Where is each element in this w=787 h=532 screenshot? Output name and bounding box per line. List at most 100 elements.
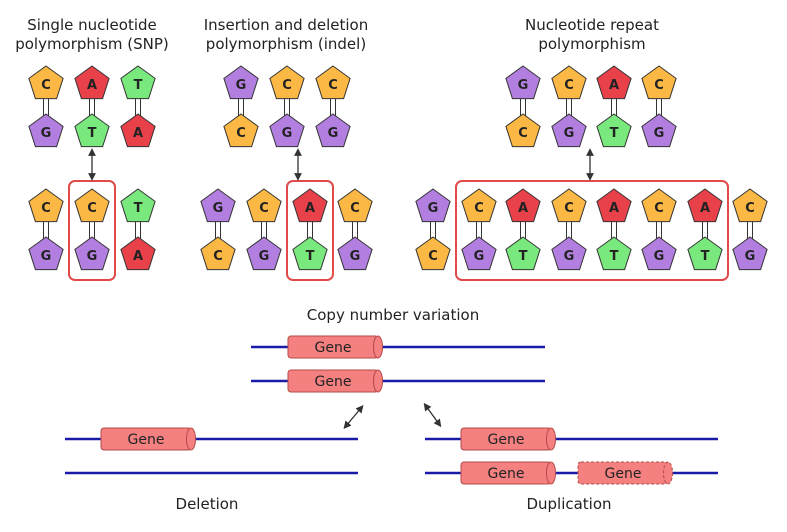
svg-text:T: T — [701, 249, 710, 264]
indel-top-nucleotide-upper-C: C — [269, 65, 305, 100]
repeat-bottom-nucleotide-upper-C: C — [641, 188, 677, 223]
repeat-top-nucleotide-upper-G: G — [505, 65, 541, 100]
svg-text:T: T — [88, 126, 97, 141]
snp-bottom-nucleotide-upper-T: T — [120, 188, 156, 223]
snp-highlight-box — [68, 180, 116, 281]
repeat-bottom-nucleotide-lower-T: T — [505, 236, 541, 271]
snp-bottom-nucleotide-lower-G: G — [74, 236, 110, 271]
repeat-bottom-nucleotide-lower-G: G — [732, 236, 768, 271]
svg-text:T: T — [610, 249, 619, 264]
repeat-top-nucleotide-lower-G: G — [551, 113, 587, 148]
snp-bottom-nucleotide-upper-C: C — [74, 188, 110, 223]
indel-bottom-nucleotide-lower-C: C — [200, 236, 236, 271]
svg-text:A: A — [609, 201, 619, 216]
svg-text:C: C — [213, 249, 223, 264]
indel-top-nucleotide-lower-C: C — [223, 113, 259, 148]
indel-title-line2: polymorphism (indel) — [206, 35, 366, 53]
svg-text:G: G — [350, 249, 361, 264]
repeat-bottom-nucleotide-upper-A: A — [505, 188, 541, 223]
svg-text:T: T — [519, 249, 528, 264]
svg-text:G: G — [328, 126, 339, 141]
indel-bottom-nucleotide-upper-A: A — [292, 188, 328, 223]
svg-text:C: C — [41, 78, 51, 93]
svg-text:T: T — [610, 126, 619, 141]
svg-text:T: T — [134, 201, 143, 216]
svg-text:A: A — [609, 78, 619, 93]
svg-text:A: A — [518, 201, 528, 216]
svg-text:G: G — [236, 78, 247, 93]
repeat-bottom-nucleotide-lower-G: G — [551, 236, 587, 271]
duplication-double-arrow — [423, 402, 442, 428]
snp-title-line1: Single nucleotide — [27, 16, 157, 34]
indel-bottom-nucleotide-lower-T: T — [292, 236, 328, 271]
indel-bottom-nucleotide-upper-C: C — [246, 188, 282, 223]
repeat-top-nucleotide-lower-T: T — [596, 113, 632, 148]
svg-text:A: A — [87, 78, 97, 93]
snp-bottom-nucleotide-upper-C: C — [28, 188, 64, 223]
snp-top-nucleotide-upper-T: T — [120, 65, 156, 100]
snp-title-line2: polymorphism (SNP) — [15, 35, 169, 53]
gene-label: Gene — [605, 466, 642, 482]
repeat-top-nucleotide-lower-G: G — [641, 113, 677, 148]
repeat-highlight-box — [455, 180, 729, 281]
snp-top-nucleotide-upper-A: A — [74, 65, 110, 100]
repeat-bottom-nucleotide-lower-C: C — [415, 236, 451, 271]
indel-bottom-nucleotide-upper-G: G — [200, 188, 236, 223]
svg-text:C: C — [564, 201, 574, 216]
svg-text:C: C — [350, 201, 360, 216]
svg-text:C: C — [236, 126, 246, 141]
svg-text:C: C — [428, 249, 438, 264]
svg-text:C: C — [654, 201, 664, 216]
snp-top-nucleotide-lower-A: A — [120, 113, 156, 148]
svg-text:G: G — [213, 201, 224, 216]
svg-text:G: G — [474, 249, 485, 264]
svg-text:C: C — [564, 78, 574, 93]
svg-text:A: A — [133, 126, 143, 141]
svg-text:G: G — [654, 249, 665, 264]
svg-text:C: C — [474, 201, 484, 216]
indel-top-nucleotide-lower-G: G — [269, 113, 305, 148]
repeat-bottom-nucleotide-lower-T: T — [596, 236, 632, 271]
cnv-title: Copy number variation — [307, 306, 479, 324]
svg-text:C: C — [518, 126, 528, 141]
svg-text:G: G — [654, 126, 665, 141]
snp-bottom-nucleotide-lower-A: A — [120, 236, 156, 271]
svg-text:C: C — [259, 201, 269, 216]
repeat-top-nucleotide-upper-A: A — [596, 65, 632, 100]
svg-text:G: G — [745, 249, 756, 264]
gene-label: Gene — [315, 374, 352, 390]
gene-label: Gene — [488, 432, 525, 448]
snp-top-nucleotide-lower-G: G — [28, 113, 64, 148]
gene-cylinder-dup-1: Gene — [460, 427, 556, 451]
indel-top-nucleotide-upper-G: G — [223, 65, 259, 100]
repeat-bottom-nucleotide-upper-C: C — [551, 188, 587, 223]
svg-text:C: C — [654, 78, 664, 93]
snp-bottom-nucleotide-lower-G: G — [28, 236, 64, 271]
svg-text:A: A — [133, 249, 143, 264]
repeat-top-nucleotide-lower-C: C — [505, 113, 541, 148]
indel-bottom-nucleotide-upper-C: C — [337, 188, 373, 223]
svg-text:G: G — [564, 249, 575, 264]
indel-top-nucleotide-lower-G: G — [315, 113, 351, 148]
snp-top-nucleotide-lower-T: T — [74, 113, 110, 148]
repeat-bottom-nucleotide-upper-G: G — [415, 188, 451, 223]
svg-text:C: C — [745, 201, 755, 216]
gene-cylinder-duplicated: Gene — [577, 461, 673, 485]
svg-text:G: G — [518, 78, 529, 93]
svg-text:G: G — [87, 249, 98, 264]
indel-highlight-box — [286, 180, 334, 281]
repeat-title-line2: polymorphism — [538, 35, 645, 53]
indel-title-line1: Insertion and deletion — [204, 16, 369, 34]
repeat-bottom-nucleotide-upper-A: A — [687, 188, 723, 223]
gene-cylinder-deletion: Gene — [100, 427, 196, 451]
deletion-double-arrow — [343, 405, 364, 429]
svg-text:G: G — [41, 249, 52, 264]
repeat-top-nucleotide-upper-C: C — [641, 65, 677, 100]
svg-text:C: C — [41, 201, 51, 216]
svg-text:G: G — [282, 126, 293, 141]
indel-bottom-nucleotide-lower-G: G — [246, 236, 282, 271]
svg-text:T: T — [134, 78, 143, 93]
svg-text:A: A — [700, 201, 710, 216]
repeat-bottom-nucleotide-lower-G: G — [641, 236, 677, 271]
